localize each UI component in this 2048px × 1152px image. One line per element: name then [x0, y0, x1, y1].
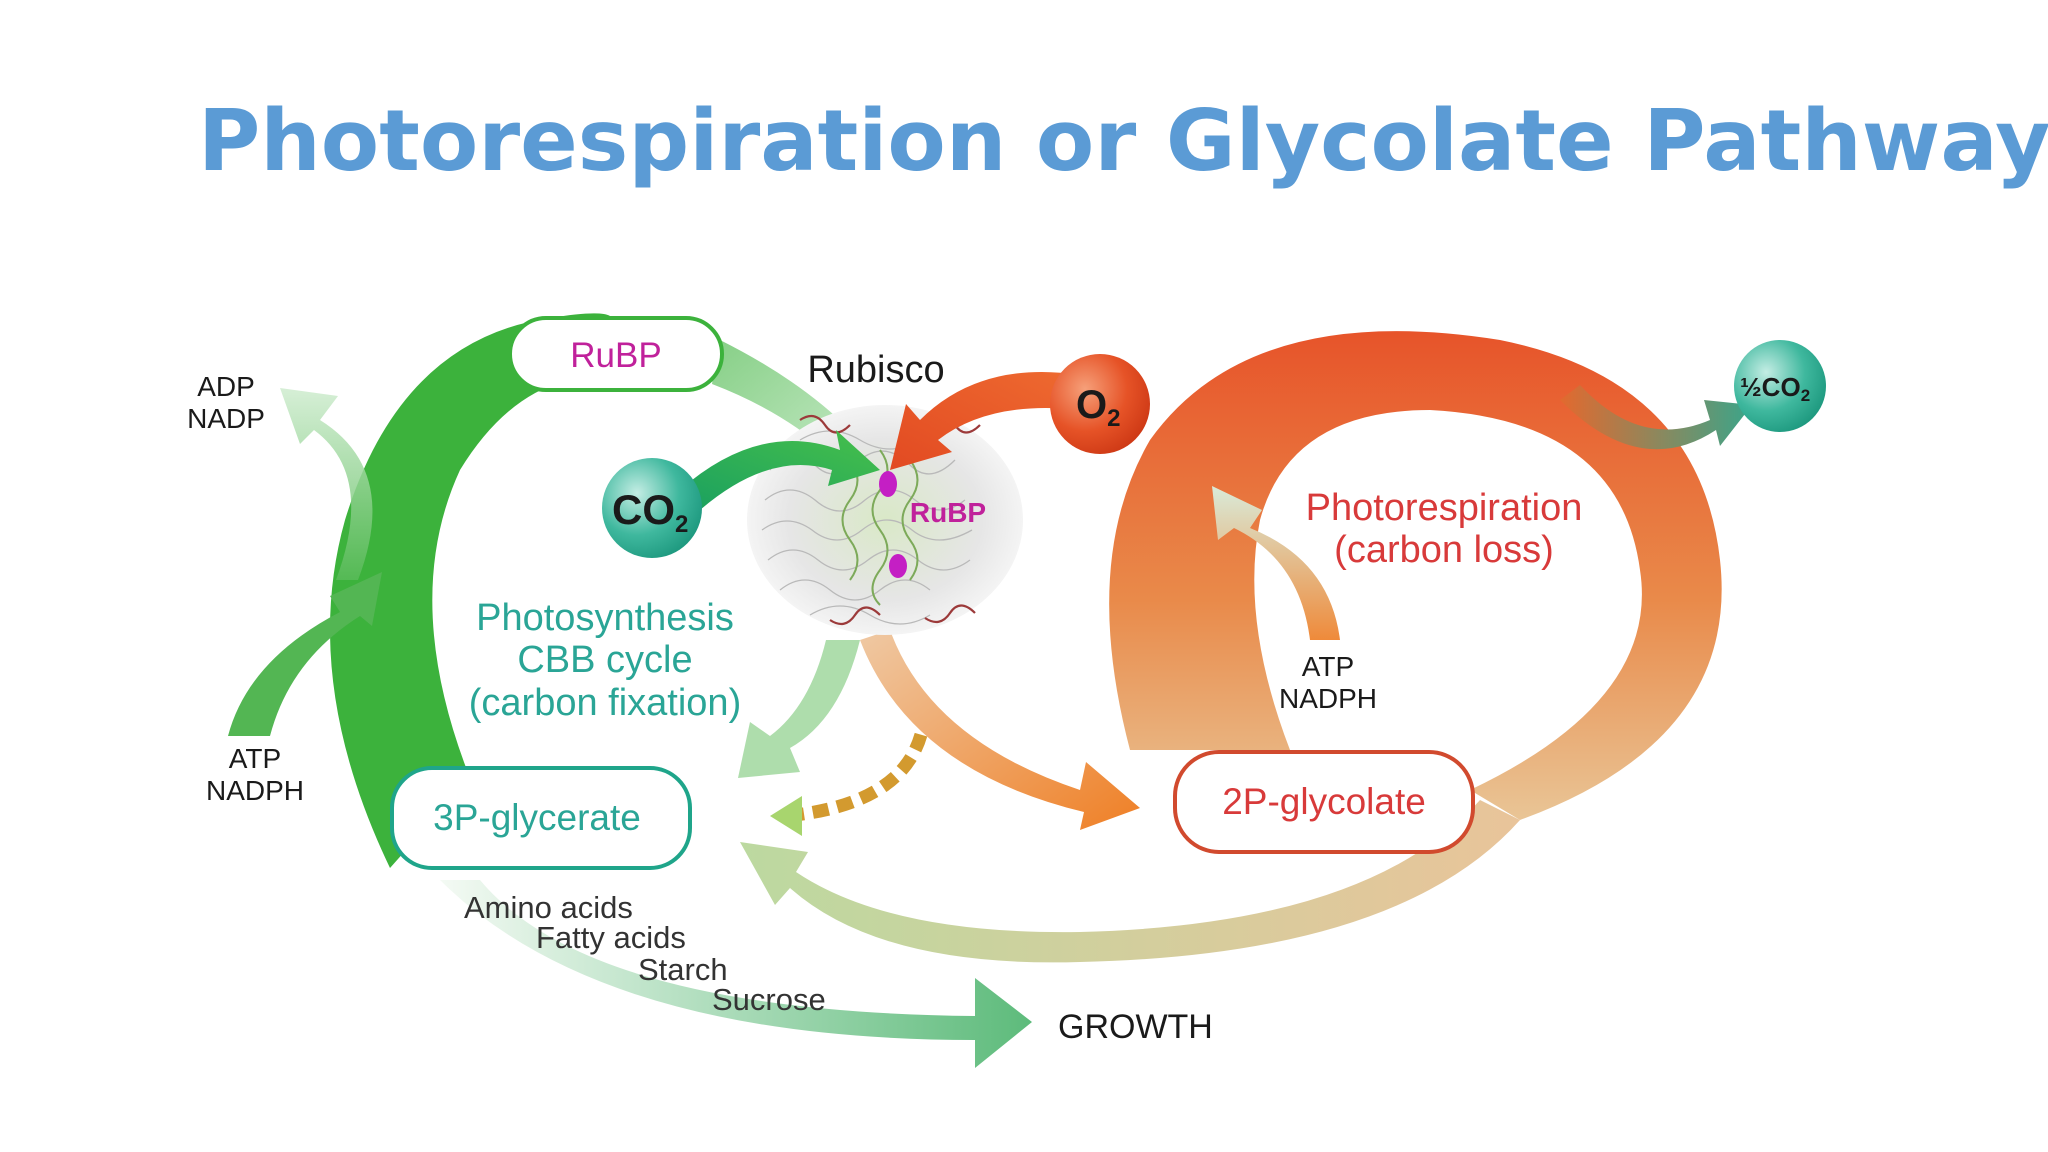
- svg-text:O2: O2: [1076, 383, 1120, 432]
- product-item: Amino acids: [464, 890, 633, 925]
- products-list: Amino acids Fatty acids Starch Sucrose: [464, 890, 826, 1017]
- rubisco-rubp-label: RuBP: [910, 497, 986, 528]
- half-co2-label: ½CO: [1740, 372, 1801, 402]
- o2-to-rubisco-arrow: [890, 372, 1080, 470]
- rubp-label: RuBP: [570, 336, 661, 375]
- slide-title: Photorespiration or Glycolate Pathway: [198, 92, 2048, 191]
- svg-text:(carbon loss): (carbon loss): [1334, 529, 1554, 571]
- half-co2-ball: ½CO2: [1734, 340, 1826, 432]
- photosynthesis-label: Photosynthesis CBB cycle (carbon fixatio…: [469, 597, 741, 724]
- co2-to-rubisco-arrow: [680, 430, 880, 510]
- left-input-arrow: [228, 572, 382, 736]
- growth-arrow: [440, 880, 1032, 1068]
- right-input-cofactors: ATP NADPH: [1279, 651, 1377, 714]
- co2-subscript: 2: [675, 511, 688, 538]
- left-output-cofactors: ADP NADP: [187, 371, 265, 434]
- svg-text:NADP: NADP: [187, 403, 265, 434]
- glycerate-label: 3P-glycerate: [433, 797, 641, 838]
- svg-text:Photosynthesis: Photosynthesis: [476, 597, 734, 639]
- glycerate-box: 3P-glycerate: [390, 766, 692, 870]
- svg-text:CO2: CO2: [612, 486, 688, 538]
- co2-ball: CO2: [602, 458, 702, 558]
- growth-label: GROWTH: [1058, 1008, 1213, 1046]
- glycolate-box: 2P-glycolate: [1173, 750, 1475, 854]
- glycolate-label: 2P-glycolate: [1222, 781, 1426, 822]
- left-output-arrow: [280, 388, 373, 580]
- svg-text:ATP: ATP: [1302, 651, 1354, 682]
- o2-subscript: 2: [1107, 405, 1120, 432]
- svg-text:½CO2: ½CO2: [1740, 372, 1810, 405]
- rubisco-to-glycerate-arrow: [738, 640, 860, 778]
- rubisco-label: Rubisco: [807, 349, 944, 391]
- photorespiration-ring: [1109, 331, 1722, 820]
- o2-ball: O2: [1050, 354, 1150, 454]
- svg-text:(carbon fixation): (carbon fixation): [469, 682, 741, 724]
- rubp-box: RuBP: [508, 316, 724, 392]
- cbb-cycle-arc: [330, 313, 610, 868]
- orange-input-arrow: [1212, 486, 1340, 640]
- left-input-cofactors: ATP NADPH: [206, 743, 304, 806]
- product-item: Fatty acids: [536, 920, 686, 955]
- product-item: Starch: [638, 952, 728, 987]
- half-co2-arrow: [1560, 385, 1752, 450]
- recycle-dashed-arrow: [770, 709, 932, 836]
- photorespiration-label: Photorespiration (carbon loss): [1306, 487, 1583, 571]
- return-arrow: [740, 800, 1520, 963]
- half-co2-subscript: 2: [1801, 386, 1810, 405]
- svg-text:NADPH: NADPH: [1279, 683, 1377, 714]
- product-item: Sucrose: [712, 982, 826, 1017]
- svg-text:CBB cycle: CBB cycle: [517, 639, 692, 681]
- svg-text:ATP: ATP: [229, 743, 281, 774]
- svg-text:NADPH: NADPH: [206, 775, 304, 806]
- rubisco-to-glycolate-arrow: [860, 630, 1140, 830]
- svg-text:Photorespiration: Photorespiration: [1306, 487, 1583, 529]
- o2-label: O: [1076, 383, 1107, 427]
- co2-label: CO: [612, 486, 675, 533]
- svg-text:ADP: ADP: [197, 371, 255, 402]
